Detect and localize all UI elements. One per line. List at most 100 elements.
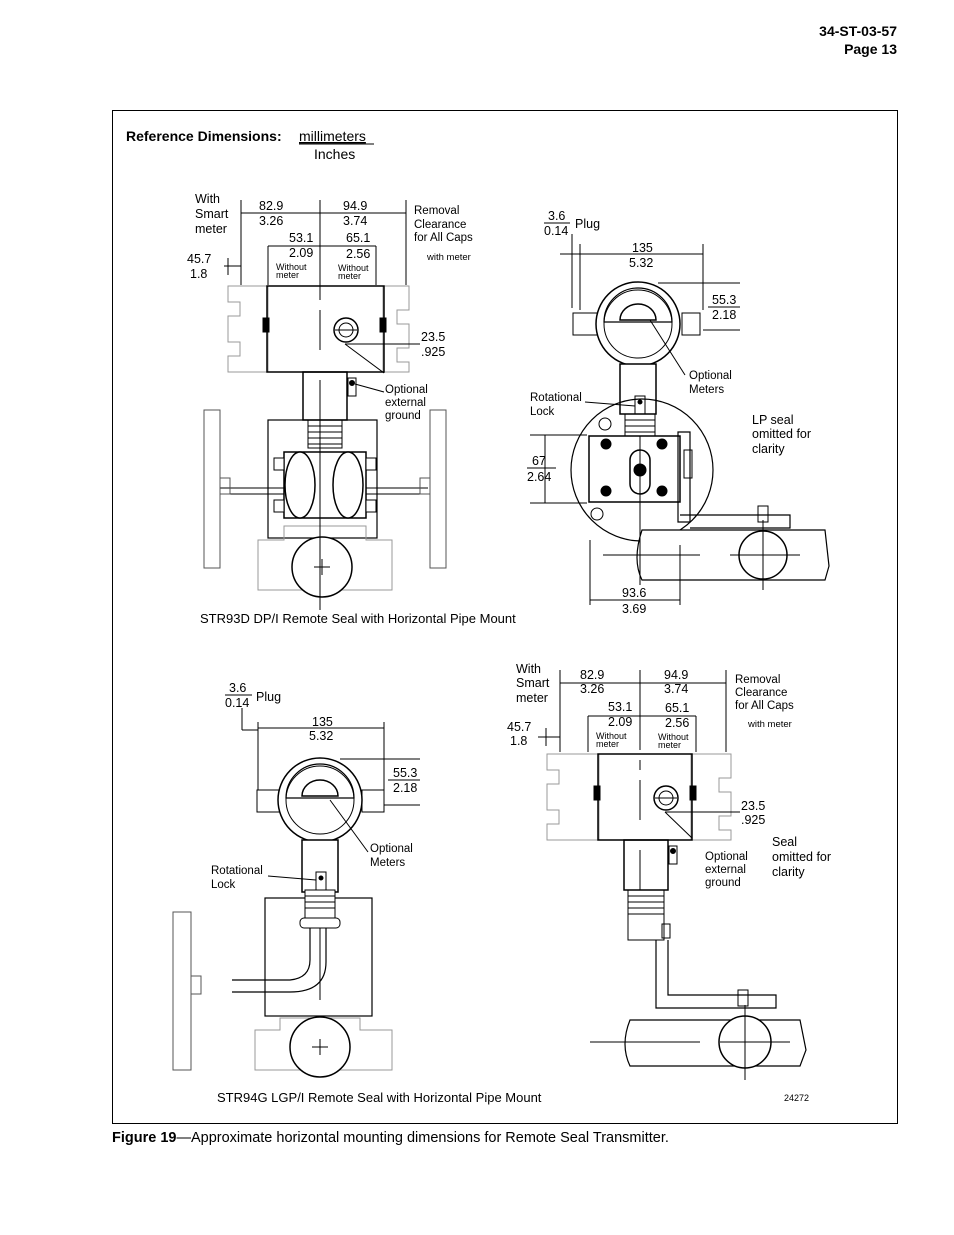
doc-number: 34-ST-03-57 — [819, 23, 897, 39]
tr-opt-meters-2: Meters — [689, 384, 724, 396]
tr-dim-2-64: 2.64 — [527, 470, 551, 484]
reference-label: Reference Dimensions: — [126, 128, 282, 144]
tr-dim-3-6: 3.6 — [548, 209, 565, 223]
br-dim-3-74: 3.74 — [664, 682, 688, 696]
figure-caption-text: —Approximate horizontal mounting dimensi… — [176, 1130, 669, 1146]
br-dim-2-56: 2.56 — [665, 716, 689, 730]
br-with-label: With — [516, 662, 541, 676]
tl-dim-1-8: 1.8 — [190, 267, 207, 281]
tl-smart-label: Smart — [195, 207, 229, 221]
bl-opt-meters-1: Optional — [370, 843, 413, 855]
tl-dim-3-74: 3.74 — [343, 214, 367, 228]
reference-unit-mm: millimeters — [299, 128, 366, 144]
bl-dim-2-18: 2.18 — [393, 781, 417, 795]
br-dim-2-09: 2.09 — [608, 715, 632, 729]
br-meter-label: meter — [516, 691, 548, 705]
tl-dim-925: .925 — [421, 345, 445, 359]
tl-meter-label: meter — [195, 222, 227, 236]
page-number: Page 13 — [844, 41, 897, 57]
tl-dim-94-9: 94.9 — [343, 199, 367, 213]
br-smart-label: Smart — [516, 676, 550, 690]
tl-ground-2: external — [385, 397, 426, 409]
br-dim-925: .925 — [741, 813, 765, 827]
br-dim-82-9: 82.9 — [580, 668, 604, 682]
tr-plug: Plug — [575, 217, 600, 231]
tr-rot-lock-1: Rotational — [530, 392, 582, 404]
dims-top-left — [224, 200, 420, 393]
bl-dim-135: 135 — [312, 715, 333, 729]
bl-dim-55-3: 55.3 — [393, 766, 417, 780]
tl-dim-2-56: 2.56 — [346, 247, 370, 261]
tr-dim-2-18: 2.18 — [712, 308, 736, 322]
transmitter-top-left — [203, 280, 447, 610]
tl-without-1a: Without — [276, 262, 307, 272]
bl-dim-3-6: 3.6 — [229, 681, 246, 695]
br-dim-45-7: 45.7 — [507, 720, 531, 734]
tl-with-label: With — [195, 192, 220, 206]
tr-dim-0-14: 0.14 — [544, 224, 568, 238]
transmitter-bottom-left — [172, 757, 393, 1078]
tl-without-2a: Without — [338, 263, 369, 273]
tl-ground-1: Optional — [385, 384, 428, 396]
tr-rot-lock-2: Lock — [530, 406, 555, 418]
br-ground-2: external — [705, 864, 746, 876]
bl-figure-title: STR94G LGP/I Remote Seal with Horizontal… — [217, 1090, 542, 1105]
br-seal-2: omitted for — [772, 850, 831, 864]
tl-dim-65-1: 65.1 — [346, 231, 370, 245]
reference-unit-in: Inches — [314, 146, 355, 162]
tl-dim-53-1: 53.1 — [289, 231, 313, 245]
bl-plug: Plug — [256, 690, 281, 704]
br-seal-3: clarity — [772, 865, 805, 879]
tr-dim-93-6: 93.6 — [622, 586, 646, 600]
bl-opt-meters-2: Meters — [370, 857, 405, 869]
br-removal-1: Removal — [735, 674, 780, 686]
br-seal-1: Seal — [772, 835, 797, 849]
br-without-2a: Without — [658, 732, 689, 742]
page-header: 34-ST-03-57 Page 13 — [819, 22, 897, 58]
tl-ground-3: ground — [385, 410, 421, 422]
tl-without-2b: meter — [338, 271, 361, 281]
tr-lp-seal-3: clarity — [752, 442, 785, 456]
br-without-1a: Without — [596, 731, 627, 741]
tr-lp-seal-2: omitted for — [752, 427, 811, 441]
dims-bottom-left — [241, 708, 420, 806]
transmitter-top-right — [570, 281, 830, 590]
br-dim-23-5: 23.5 — [741, 799, 765, 813]
tl-dim-23-5: 23.5 — [421, 330, 445, 344]
br-ground-3: ground — [705, 877, 741, 889]
bl-rot-lock-1: Rotational — [211, 865, 263, 877]
tr-dim-5-32: 5.32 — [629, 256, 653, 270]
br-dim-94-9: 94.9 — [664, 668, 688, 682]
br-without-2b: meter — [658, 740, 681, 750]
tl-dim-2-09: 2.09 — [289, 246, 313, 260]
tl-dim-82-9: 82.9 — [259, 199, 283, 213]
tl-with-meter: with meter — [426, 252, 471, 263]
tr-dim-135: 135 — [632, 241, 653, 255]
tr-lp-seal-1: LP seal — [752, 413, 793, 427]
tr-dim-55-3: 55.3 — [712, 293, 736, 307]
tl-without-1b: meter — [276, 270, 299, 280]
tr-opt-meters-1: Optional — [689, 370, 732, 382]
tl-dim-45-7: 45.7 — [187, 252, 211, 266]
br-removal-3: for All Caps — [735, 700, 794, 712]
tl-removal-1: Removal — [414, 205, 459, 217]
dims-bottom-right — [538, 670, 740, 839]
figure-frame — [112, 110, 898, 1124]
tl-dim-3-26: 3.26 — [259, 214, 283, 228]
br-dim-3-26: 3.26 — [580, 682, 604, 696]
dims-top-right — [530, 234, 740, 605]
bl-rot-lock-2: Lock — [211, 879, 236, 891]
transmitter-bottom-right — [546, 753, 807, 1080]
tl-figure-title: STR93D DP/I Remote Seal with Horizontal … — [200, 611, 516, 626]
tr-dim-67: 67 — [532, 454, 546, 468]
br-with-meter: with meter — [747, 719, 792, 730]
tl-removal-3: for All Caps — [414, 232, 473, 244]
br-dim-53-1: 53.1 — [608, 700, 632, 714]
figure-caption-label: Figure 19 — [112, 1130, 177, 1146]
br-dim-1-8: 1.8 — [510, 734, 527, 748]
figure-caption: Figure 19—Approximate horizontal mountin… — [112, 1130, 669, 1146]
tl-removal-2: Clearance — [414, 219, 466, 231]
br-dim-65-1: 65.1 — [665, 701, 689, 715]
br-removal-2: Clearance — [735, 687, 787, 699]
